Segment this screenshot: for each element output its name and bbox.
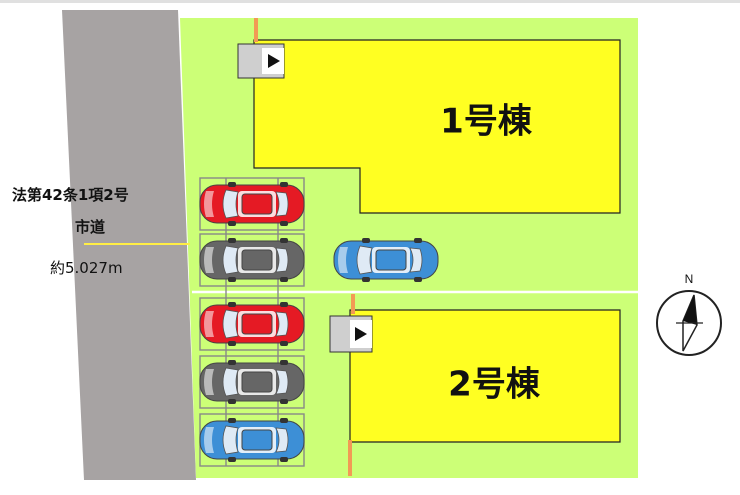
building-1-label: 1号棟 — [440, 101, 532, 142]
car-red — [199, 301, 305, 347]
road-name-line2: 市道 — [75, 218, 106, 236]
entrance-marker-1 — [237, 43, 285, 79]
car-red — [199, 181, 305, 227]
car-gray — [199, 359, 305, 405]
building-2 — [349, 309, 621, 443]
boundary-post-1 — [254, 18, 258, 42]
car-blue — [199, 417, 305, 463]
compass: N — [656, 272, 722, 356]
building-1 — [253, 39, 621, 214]
building-2-label: 2号棟 — [448, 364, 540, 405]
boundary-post-3 — [348, 440, 352, 476]
road-width-label: 約5.027m — [50, 259, 123, 277]
boundary-post-2 — [351, 294, 355, 314]
entrance-marker-2 — [329, 315, 373, 353]
car-gray — [199, 237, 305, 283]
compass-north-label: N — [685, 272, 694, 286]
car-blue — [333, 237, 439, 283]
top-border — [0, 0, 740, 3]
road-name-line1: 法第42条1項2号 — [12, 186, 129, 204]
